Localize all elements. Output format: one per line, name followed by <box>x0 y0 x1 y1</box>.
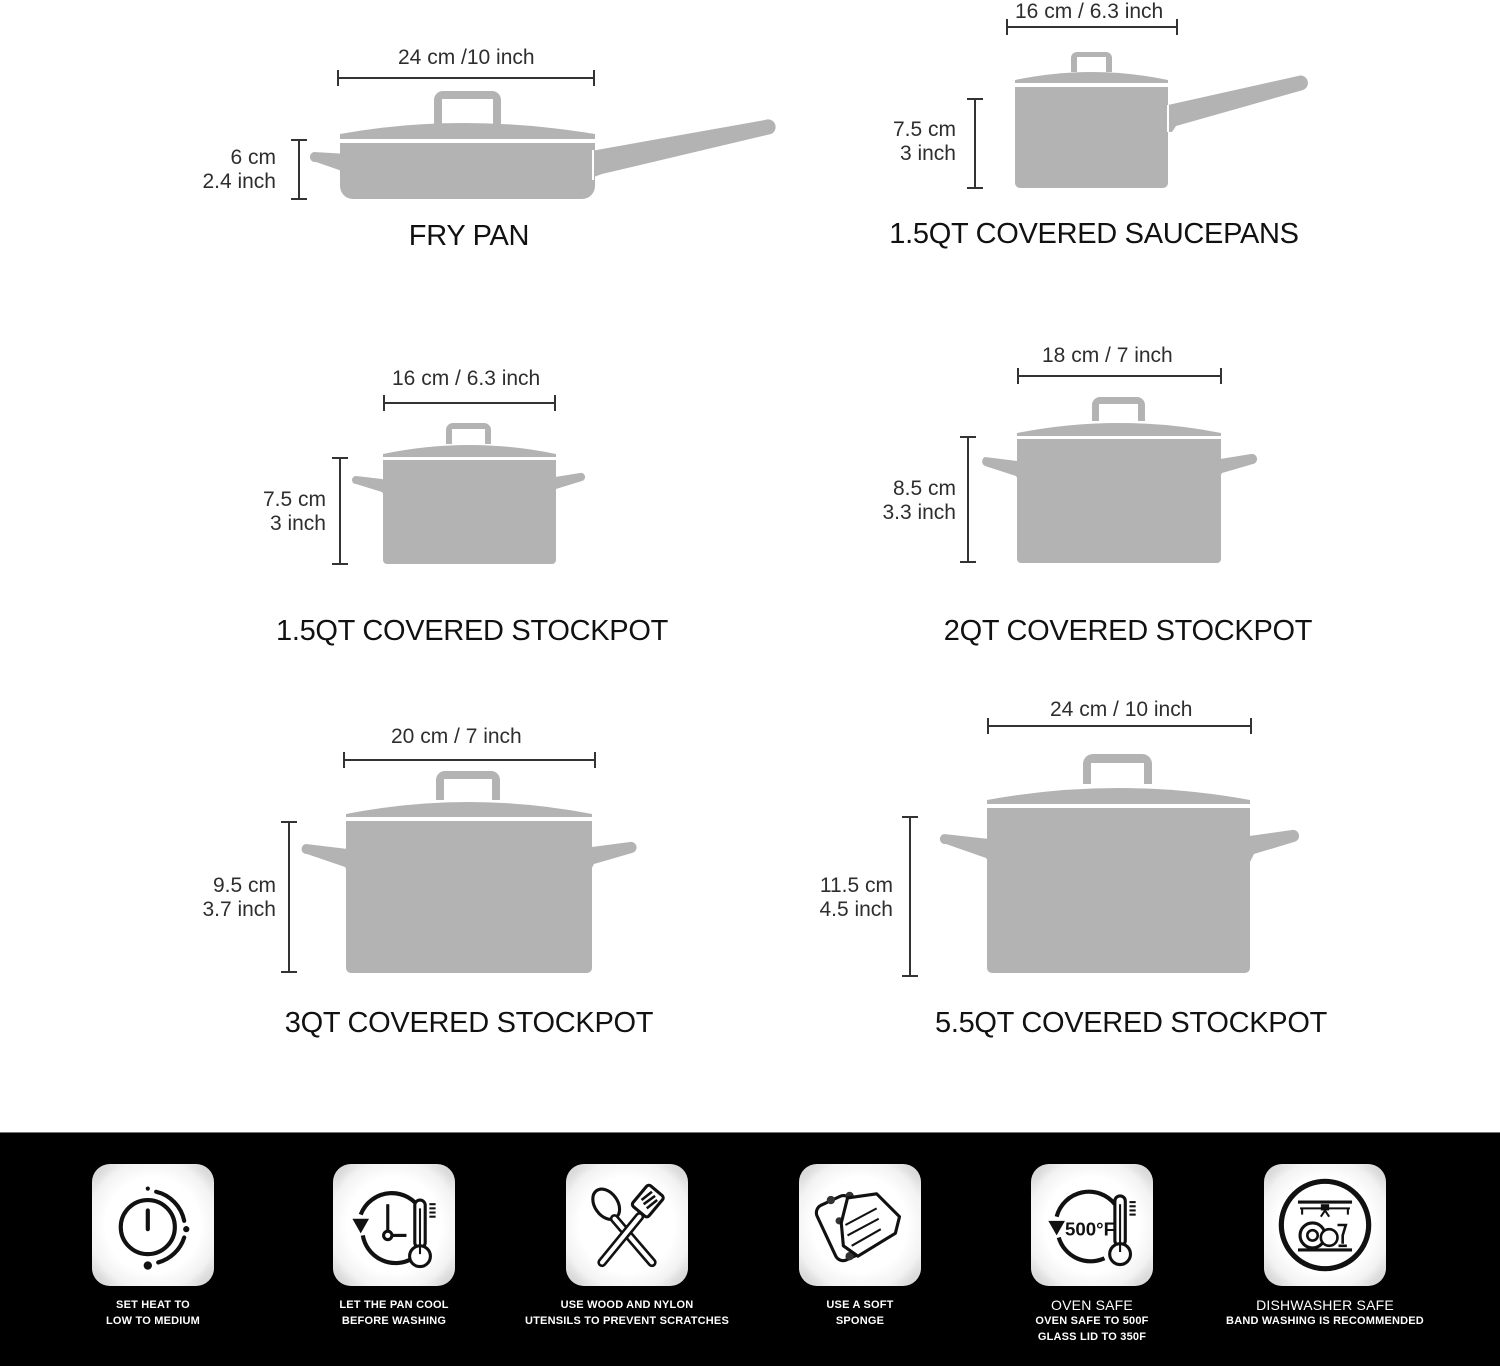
height-dimension-line <box>281 821 297 973</box>
oven-safe-icon: 500°F <box>1031 1164 1153 1286</box>
stockpot-illustration <box>301 771 637 973</box>
care-heading: DISHWASHER SAFE <box>1256 1297 1394 1313</box>
care-text: LOW TO MEDIUM <box>105 1315 201 1327</box>
heat-dial-icon <box>92 1164 214 1286</box>
width-label: 18 cm / 7 inch <box>1042 344 1173 367</box>
care-text: USE WOOD AND NYLON <box>560 1299 694 1311</box>
height-cm-label: 8.5 cm <box>892 477 956 500</box>
height-dimension-line <box>291 139 307 200</box>
height-cm-label: 9.5 cm <box>212 874 276 897</box>
height-dimension-line <box>902 816 918 977</box>
care-text: UTENSILS TO PREVENT SCRATCHES <box>524 1315 730 1327</box>
item-title: 2QT COVERED STOCKPOT <box>943 615 1313 647</box>
care-heading: OVEN SAFE <box>1051 1297 1133 1313</box>
height-inch-label: 3 inch <box>899 142 956 165</box>
care-item-heat: SET HEAT TO LOW TO MEDIUM <box>23 1133 283 1329</box>
care-text: BAND WASHING IS RECOMMENDED <box>1226 1315 1424 1327</box>
oven-temp-text: 500°F <box>1065 1218 1115 1239</box>
height-cm-label: 7.5 cm <box>892 118 956 141</box>
care-text: LET THE PAN COOL <box>339 1299 449 1311</box>
care-item-dishwasher: DISHWASHER SAFE BAND WASHING IS RECOMMEN… <box>1195 1133 1455 1329</box>
care-text: USE A SOFT <box>826 1299 894 1311</box>
saucepan-illustration <box>1015 52 1308 188</box>
width-dimension-line <box>987 718 1252 734</box>
width-label: 16 cm / 6.3 inch <box>392 367 541 390</box>
height-cm-label: 11.5 cm <box>819 874 893 897</box>
height-cm-label: 6 cm <box>230 146 276 169</box>
stockpot-illustration <box>982 397 1258 563</box>
item-title: 1.5QT COVERED SAUCEPANS <box>889 218 1299 250</box>
width-label: 16 cm / 6.3 inch <box>1015 0 1164 23</box>
width-dimension-line <box>1006 19 1178 35</box>
stockpot-illustration <box>352 423 586 564</box>
item-title: 1.5QT COVERED STOCKPOT <box>276 615 668 647</box>
height-cm-label: 7.5 cm <box>262 488 326 511</box>
care-item-sponge: USE A SOFT SPONGE <box>730 1133 990 1329</box>
height-dimension-line <box>332 457 348 565</box>
care-text: GLASS LID TO 350F <box>1037 1331 1147 1343</box>
sponge-icon <box>799 1164 921 1286</box>
care-text: BEFORE WASHING <box>341 1315 447 1327</box>
care-text: SPONGE <box>835 1315 885 1327</box>
care-item-cool: LET THE PAN COOL BEFORE WASHING <box>264 1133 524 1329</box>
care-instructions-band: SET HEAT TO LOW TO MEDIUM LET THE PAN CO… <box>0 1132 1500 1366</box>
item-title: 3QT COVERED STOCKPOT <box>284 1007 654 1039</box>
height-dimension-line <box>960 436 976 563</box>
width-dimension-line <box>383 395 556 411</box>
width-dimension-line <box>343 752 596 768</box>
item-title: FRY PAN <box>408 220 530 252</box>
care-text: OVEN SAFE TO 500F <box>1035 1315 1149 1327</box>
care-text: SET HEAT TO <box>116 1299 190 1311</box>
width-dimension-line <box>1017 368 1222 384</box>
care-item-utensils: USE WOOD AND NYLON UTENSILS TO PREVENT S… <box>497 1133 757 1329</box>
width-label: 24 cm /10 inch <box>398 46 535 69</box>
utensils-icon <box>566 1164 688 1286</box>
fry-pan-illustration <box>309 91 776 199</box>
height-inch-label: 3.7 inch <box>202 898 276 921</box>
cool-down-icon <box>333 1164 455 1286</box>
dishwasher-icon <box>1264 1164 1386 1286</box>
height-inch-label: 4.5 inch <box>819 898 893 921</box>
height-inch-label: 2.4 inch <box>202 170 276 193</box>
width-label: 20 cm / 7 inch <box>391 725 522 748</box>
height-inch-label: 3 inch <box>269 512 326 535</box>
width-label: 24 cm / 10 inch <box>1050 698 1193 721</box>
stockpot-illustration <box>939 754 1300 973</box>
care-item-oven-safe: 500°F OVEN SAFE OVEN SAFE TO 500F GLASS … <box>962 1133 1222 1345</box>
width-dimension-line <box>337 70 595 86</box>
item-title: 5.5QT COVERED STOCKPOT <box>935 1007 1327 1039</box>
height-inch-label: 3.3 inch <box>882 501 956 524</box>
height-dimension-line <box>967 98 983 189</box>
